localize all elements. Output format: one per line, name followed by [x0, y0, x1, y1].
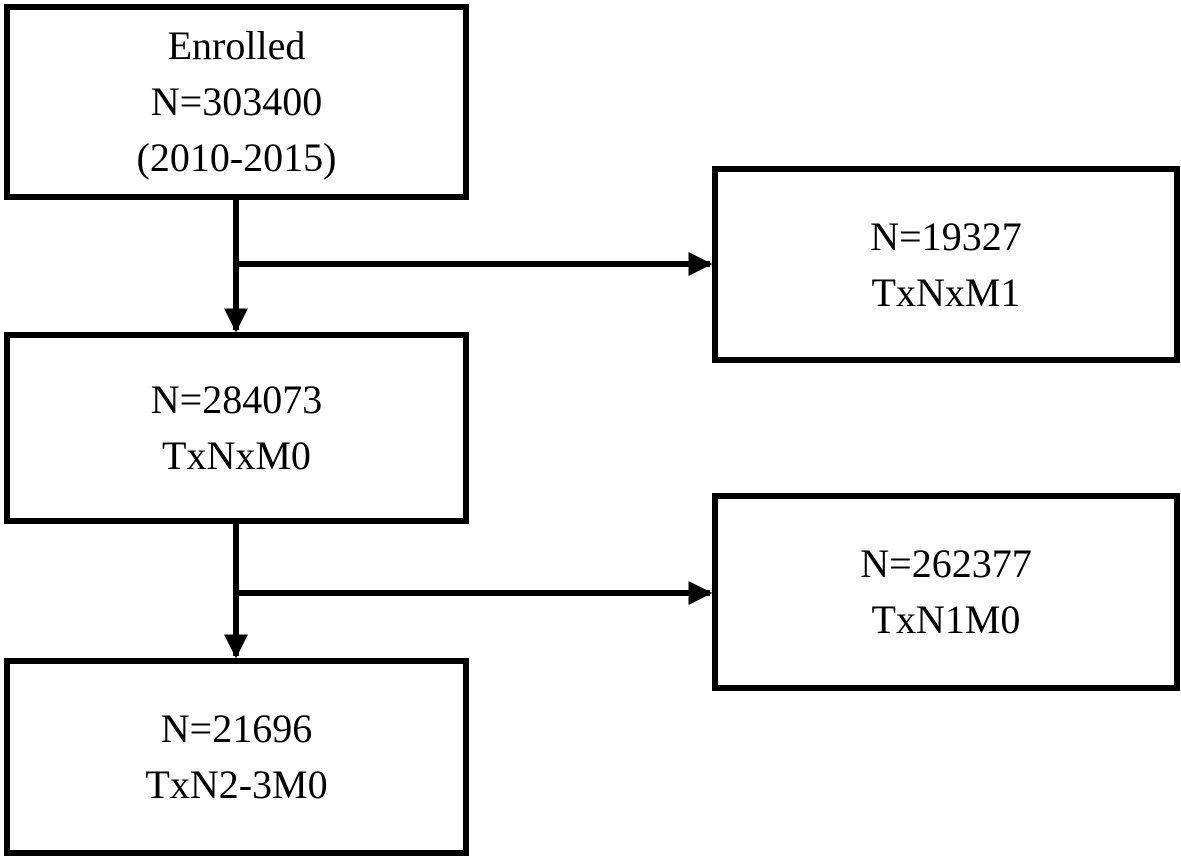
m1-stage: TxNxM1 [871, 269, 1021, 315]
n23-stage: TxN2-3M0 [145, 762, 328, 807]
enrolled-box: Enrolled N=303400 (2010-2015) [4, 4, 469, 200]
m0-count: N=284073 [150, 377, 323, 422]
n1-count: N=262377 [860, 541, 1032, 586]
m1-count: N=19327 [870, 213, 1022, 259]
m1-box: N=19327 TxNxM1 [712, 166, 1180, 363]
enrolled-period: (2010-2015) [136, 135, 337, 180]
n1-stage: TxN1M0 [871, 597, 1021, 642]
m0-box: N=284073 TxNxM0 [4, 332, 469, 524]
n23-box: N=21696 TxN2-3M0 [4, 658, 469, 856]
enrolled-label: Enrolled [167, 23, 306, 68]
m0-stage: TxNxM0 [162, 433, 311, 478]
enrolled-count: N=303400 [150, 79, 323, 124]
n23-count: N=21696 [160, 706, 313, 751]
n1-box: N=262377 TxN1M0 [712, 493, 1180, 691]
